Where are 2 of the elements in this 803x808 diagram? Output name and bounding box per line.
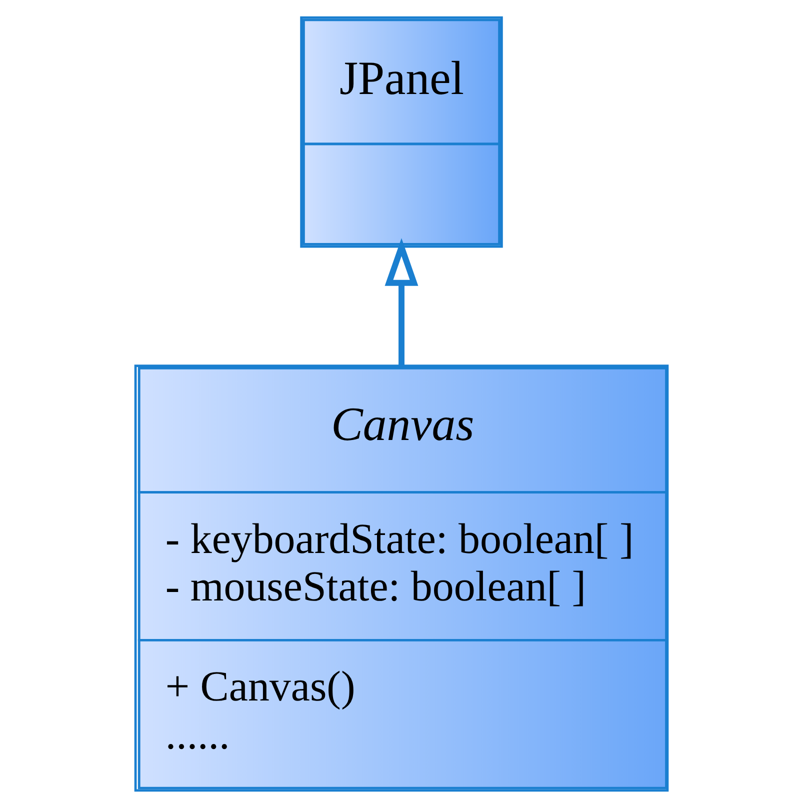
node-box: JPanel (300, 16, 503, 248)
arrow (384, 238, 418, 366)
